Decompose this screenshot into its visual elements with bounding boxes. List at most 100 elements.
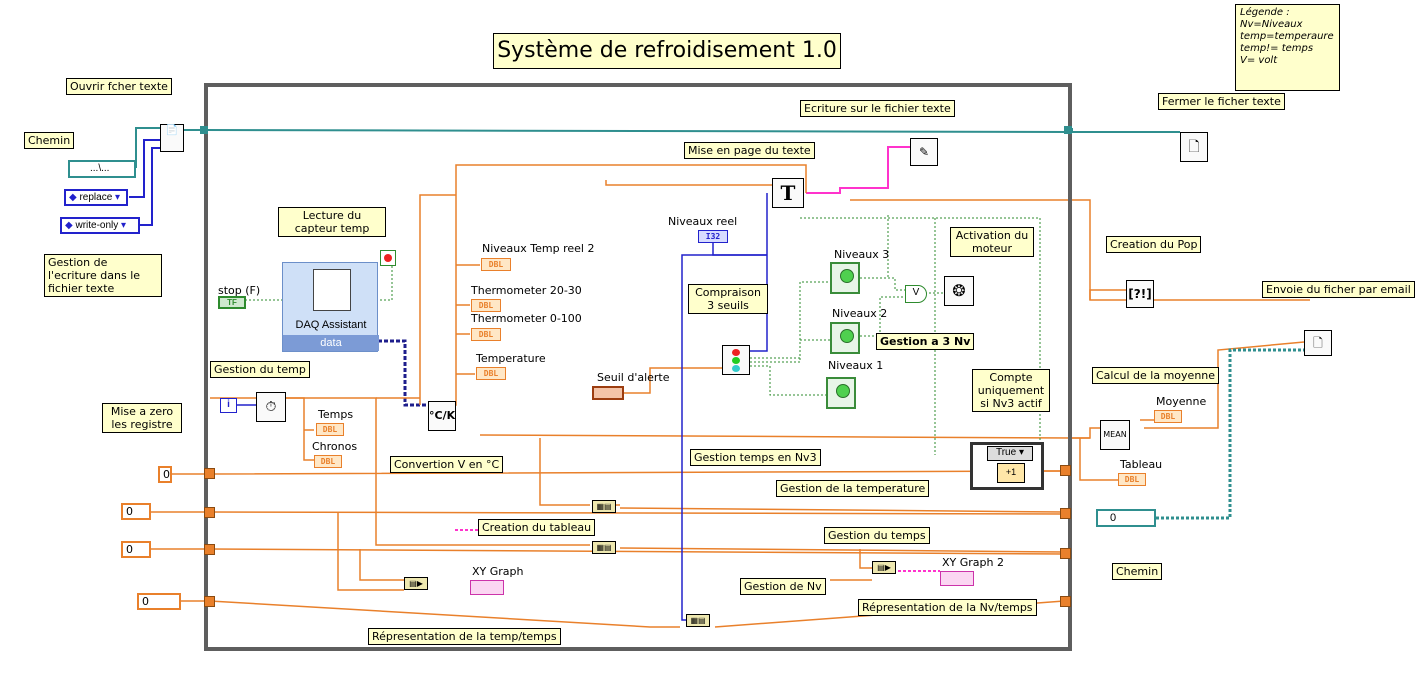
shift-register-right[interactable] (1060, 465, 1071, 476)
comment-convertion: Convertion V en °C (390, 456, 504, 473)
shift-register-right[interactable] (1060, 548, 1071, 559)
array-control-2[interactable]: 0 (121, 541, 151, 558)
shift-register-left[interactable] (204, 507, 215, 518)
stop-control[interactable]: TF (218, 296, 246, 309)
case-true-label: True (995, 447, 1017, 458)
legend-note: Légende : Nv=Niveaux temp=temperaure tem… (1235, 4, 1340, 91)
build-array-node[interactable]: ▦▤ (592, 541, 616, 554)
convert-c-k-node[interactable]: °C/K (428, 401, 456, 431)
path-control[interactable]: ...\... (68, 160, 136, 178)
comment-activation: Activation du moteur (950, 227, 1034, 257)
comment-rep-nv: Répresentation de la Nv/temps (858, 599, 1037, 616)
comment-compte: Compte uniquement si Nv3 actif (972, 369, 1050, 412)
stop-dot (384, 254, 392, 262)
build-array-node[interactable]: ▦▤ (592, 500, 616, 513)
comment-mise-en-page: Mise en page du texte (684, 142, 815, 159)
niveaux2-label: Niveaux 2 (832, 307, 888, 320)
case-structure[interactable]: True ▾ +1 (970, 442, 1044, 490)
case-selector[interactable]: True ▾ (987, 446, 1033, 461)
bundle-node[interactable]: ▤▶ (404, 577, 428, 590)
niv-temp-reel-indicator: DBL (481, 258, 511, 271)
shift-register-left[interactable] (204, 468, 215, 479)
seuil-label: Seuil d'alerte (597, 371, 670, 384)
green-light-icon (732, 365, 740, 372)
tunnel-file (200, 126, 208, 134)
increment-node[interactable]: +1 (997, 463, 1025, 483)
comment-creation-pop: Creation du Pop (1106, 236, 1202, 253)
niveaux3-label: Niveaux 3 (834, 248, 890, 261)
comment-envoie: Envoie du ficher par email (1262, 281, 1415, 298)
format-t-label: T (780, 181, 796, 205)
fan-icon: ❂ (952, 281, 966, 300)
build-array-node[interactable]: ▦▤ (686, 614, 710, 627)
xy-graph-label: XY Graph (472, 565, 524, 578)
motor-node[interactable]: ❂ (944, 276, 974, 306)
close-file-node[interactable]: 🗋 (1180, 132, 1208, 162)
while-loop-structure[interactable] (204, 83, 1072, 651)
diagram-title: Système de refroidisement 1.0 (493, 33, 841, 69)
niveaux1-led (826, 377, 856, 409)
popup-icon: [?!] (1128, 287, 1152, 301)
temperature-indicator: DBL (476, 367, 506, 380)
email-icon: 🗋 (1313, 336, 1323, 350)
open-file-node[interactable]: 📄 (160, 124, 184, 152)
niveaux-reel-indicator: I32 (698, 230, 728, 243)
niveaux2-led (830, 322, 860, 354)
elapsed-time-node[interactable]: ⏱ (256, 392, 286, 422)
daq-assistant[interactable]: DAQ Assistant data (282, 262, 379, 352)
shift-register-left[interactable] (204, 544, 215, 555)
moyenne-indicator: DBL (1154, 410, 1182, 423)
popup-node[interactable]: [?!] (1126, 280, 1154, 308)
temps-label: Temps (318, 408, 354, 421)
write-only-enum[interactable]: ◆ write-only ▾ (60, 217, 140, 234)
bundle-node[interactable]: ▤▶ (872, 561, 896, 574)
i-label: i (227, 399, 230, 410)
red-light-icon (732, 349, 740, 356)
path2-control[interactable]: 0 (1096, 509, 1156, 527)
daq-data-output[interactable]: data (283, 335, 379, 351)
array-control-3[interactable]: 0 (137, 593, 181, 610)
thermo-20-30-label: Thermometer 20-30 (471, 284, 582, 297)
comment-fermer: Fermer le ficher texte (1158, 93, 1285, 110)
stop-label: stop (F) (218, 284, 261, 297)
shift-register-right[interactable] (1060, 596, 1071, 607)
comment-gestion-temps: Gestion du temps (824, 527, 930, 544)
legend-line: Nv=Niveaux (1240, 19, 1303, 30)
or-gate-node[interactable]: V (905, 285, 927, 303)
comment-calcul-moyenne: Calcul de la moyenne (1092, 367, 1220, 384)
chronos-label: Chronos (312, 440, 358, 453)
comment-mise-a-zero: Mise a zero les registre (102, 403, 182, 433)
format-string-node[interactable]: T (772, 178, 804, 208)
legend-line: V= volt (1240, 55, 1278, 66)
loop-iteration-terminal[interactable]: i (220, 398, 237, 413)
shift-register-right[interactable] (1060, 508, 1071, 519)
replace-enum[interactable]: ◆ replace ▾ (64, 189, 128, 206)
shift-register-left[interactable] (204, 596, 215, 607)
seuil-control[interactable] (592, 386, 624, 400)
replace-value: replace (79, 192, 113, 203)
comment-comparaison: Compraison 3 seuils (688, 284, 768, 314)
data-label: data (320, 337, 342, 349)
thermo-0-100-label: Thermometer 0-100 (471, 312, 582, 325)
mean-node[interactable]: MEAN (1100, 420, 1130, 450)
comment-gestion-temps-nv3: Gestion temps en Nv3 (690, 449, 821, 466)
comment-ouvrir: Ouvrir fcher texte (66, 78, 172, 95)
daq-label: DAQ Assistant (295, 319, 367, 331)
comment-ecriture: Ecriture sur le fichier texte (800, 100, 955, 117)
plus1-label: +1 (1005, 467, 1017, 477)
xy-graph-indicator (470, 580, 504, 595)
reset-control[interactable]: 0 (158, 466, 172, 483)
comment-creation-tableau: Creation du tableau (478, 519, 596, 536)
write-only-value: write-only (75, 220, 119, 231)
write-text-file-node[interactable]: ✎ (910, 138, 938, 166)
stop-button-indicator[interactable] (380, 250, 396, 266)
compare-3-seuils-node[interactable] (722, 345, 750, 375)
tableau-label: Tableau (1120, 458, 1163, 471)
yellow-light-icon (732, 357, 740, 364)
led-dot (840, 269, 854, 283)
xy-graph2-label: XY Graph 2 (942, 556, 1004, 569)
email-node[interactable]: 🗋 (1304, 330, 1332, 356)
tableau-indicator: DBL (1118, 473, 1146, 486)
comment-rep-temp: Répresentation de la temp/temps (368, 628, 561, 645)
array-control-1[interactable]: 0 (121, 503, 151, 520)
